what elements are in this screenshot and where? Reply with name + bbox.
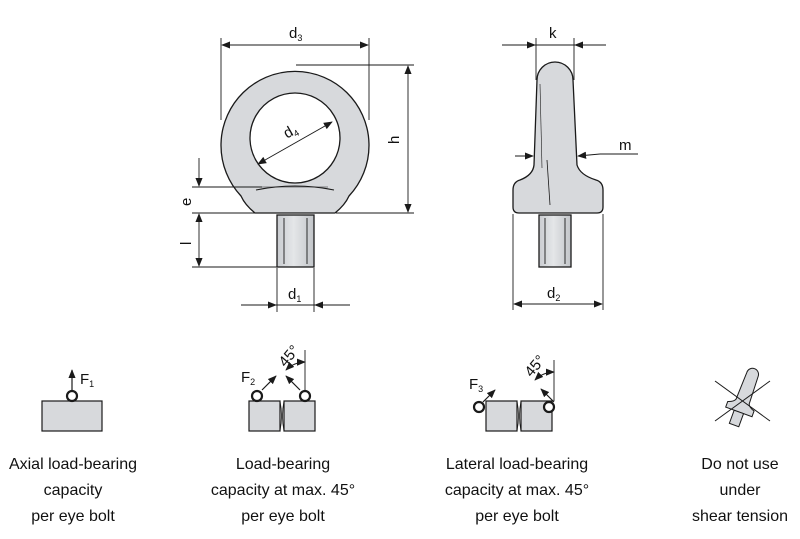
label-d3: d3 (289, 25, 302, 43)
label-l: l (178, 242, 195, 245)
label-f3: F3 (469, 376, 483, 394)
caption-lateral: Lateral load-bearing capacity at max. 45… (444, 456, 590, 525)
label-h: h (386, 136, 403, 144)
side-labels: k m d2 (547, 25, 632, 303)
label-d2: d2 (547, 285, 560, 303)
front-ring (220, 70, 370, 214)
caption-shear: Do not use under shear tension (691, 456, 789, 525)
front-collar (255, 185, 335, 191)
label-e: e (178, 198, 195, 206)
side-thread (538, 214, 572, 268)
label-angle-2: 45° (521, 352, 549, 380)
label-d1: d1 (288, 286, 301, 304)
front-thread-lines (283, 218, 308, 264)
label-m: m (619, 137, 632, 154)
icon-lateral-load (472, 360, 556, 432)
label-d4: d4 (280, 121, 301, 143)
label-f1: F1 (80, 371, 94, 389)
side-view (512, 61, 604, 268)
front-thread (276, 214, 315, 268)
label-k: k (549, 25, 557, 42)
label-f2: F2 (241, 369, 255, 387)
front-dimensions (192, 38, 414, 312)
side-body (512, 61, 604, 214)
side-dimensions (502, 38, 638, 310)
caption-angled: Load-bearing capacity at max. 45° per ey… (210, 456, 356, 525)
caption-axial: Axial load-bearing capacity per eye bolt (8, 456, 138, 525)
icon-shear-prohibited (714, 367, 771, 428)
front-view (220, 70, 370, 268)
label-angle-1: 45° (275, 342, 303, 370)
icon-axial-load (41, 369, 103, 432)
icon-angled-load (248, 350, 316, 432)
